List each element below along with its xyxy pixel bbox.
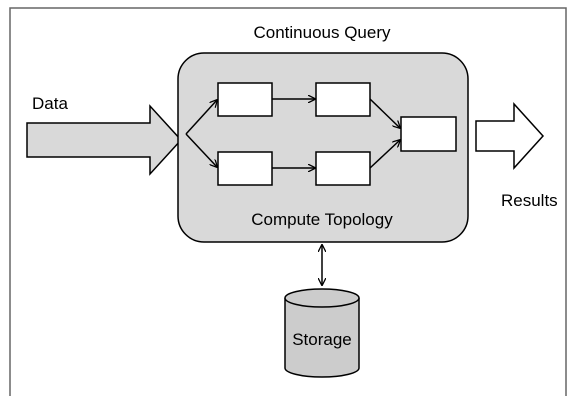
input-label: Data [32, 94, 68, 113]
edge-split-to-top [185, 100, 217, 135]
results-output-arrow [475, 102, 545, 170]
diagram-title: Continuous Query [253, 23, 391, 42]
topology-label: Compute Topology [251, 210, 393, 229]
topology-node-output [400, 116, 457, 152]
edge-split-to-bottom [185, 133, 217, 167]
output-label: Results [501, 191, 558, 210]
topology-node-top-left [217, 82, 273, 117]
storage-cylinder-top [284, 288, 360, 308]
edge-top-middle-to-output [369, 98, 400, 128]
topology-node-top-middle [315, 82, 371, 117]
edge-bottom-middle-to-output [369, 140, 400, 169]
storage-cylinder-body [284, 298, 360, 378]
topology-node-bottom-middle [315, 151, 371, 186]
topology-node-bottom-left [217, 151, 273, 186]
data-input-arrow [26, 104, 183, 176]
storage-label: Storage [292, 330, 352, 349]
outer-frame [9, 7, 567, 396]
